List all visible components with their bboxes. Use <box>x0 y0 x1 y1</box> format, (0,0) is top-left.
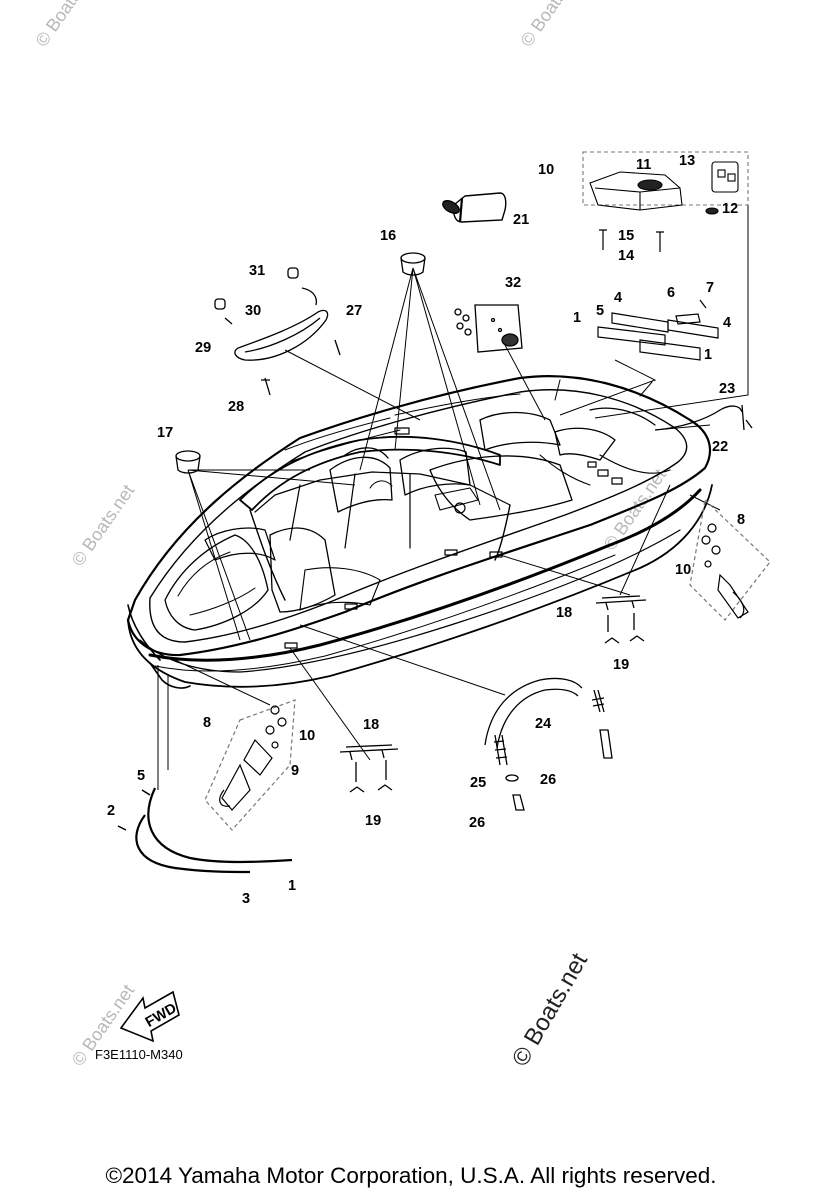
callout-24: 25 <box>470 775 486 791</box>
callout-12: 11 <box>636 157 651 173</box>
callout-8-right: 8 <box>737 512 745 528</box>
callout-5-top: 5 <box>596 303 604 319</box>
callout-7: 7 <box>706 280 714 296</box>
callout-numbers: 10 11 13 12 21 15 14 16 31 32 30 27 29 2… <box>107 153 745 907</box>
seat-cushion-group <box>582 151 749 215</box>
callout-3: 3 <box>242 891 250 907</box>
faint-watermark-top-center: © Boats.net <box>516 0 586 50</box>
rail-brackets <box>597 299 719 361</box>
callout-23: 24 <box>535 716 551 732</box>
callout-1-top: 1 <box>573 310 581 326</box>
callout-26: 26 <box>469 815 485 831</box>
callout-22: 23 <box>719 381 735 397</box>
callout-29: 29 <box>195 340 211 356</box>
stripe-tubes <box>117 787 293 874</box>
callout-9: 9 <box>291 763 299 779</box>
callout-13: 12 <box>722 201 738 217</box>
callout-18-left: 18 <box>363 717 379 733</box>
callout-19-left: 19 <box>365 813 381 829</box>
callout-27: 27 <box>346 303 362 319</box>
faint-watermarks: © Boats.net © Boats.net © Boats.net © Bo… <box>31 0 670 1070</box>
faint-watermark-top-left: © Boats.net <box>31 0 101 50</box>
drawing-code: F3E1110-M340 <box>95 1047 183 1062</box>
callout-14: 13 <box>679 153 695 169</box>
callout-4-right: 4 <box>723 315 731 331</box>
control-panel <box>454 304 523 353</box>
hull-deck <box>126 375 713 689</box>
callout-21: 22 <box>712 439 728 455</box>
callout-15: 14 <box>618 248 634 264</box>
callout-10-right: 10 <box>675 562 691 578</box>
callout-10-left: 10 <box>299 728 315 744</box>
callout-2: 2 <box>107 803 115 819</box>
callout-28: 28 <box>228 399 244 415</box>
callout-30: 30 <box>245 303 261 319</box>
callout-16: 15 <box>618 228 634 244</box>
callout-18-right: 18 <box>556 605 572 621</box>
tow-eye-left <box>204 699 296 831</box>
faint-watermark-center: © Boats.net <box>600 465 670 554</box>
cup-holders <box>175 252 426 474</box>
watermark-boats-net: © Boats.net <box>507 948 593 1071</box>
callout-20: 21 <box>513 212 529 228</box>
tow-eye-right <box>689 498 771 621</box>
callout-17-left: 17 <box>157 425 173 441</box>
copyright-footer: ©2014 Yamaha Motor Corporation, U.S.A. A… <box>105 1163 717 1188</box>
callout-8-left: 8 <box>203 715 211 731</box>
pins-15-16 <box>599 229 664 252</box>
callout-19-right: 19 <box>613 657 629 673</box>
faint-watermark-left: © Boats.net <box>68 481 138 570</box>
cleats <box>339 595 647 793</box>
leader-lines <box>157 205 749 790</box>
tower-bolts <box>493 734 525 811</box>
callout-5-left: 5 <box>137 768 145 784</box>
callout-1-bottom: 1 <box>288 878 296 894</box>
callout-31: 31 <box>249 263 265 279</box>
callout-6: 6 <box>667 285 675 301</box>
tow-tower <box>484 677 613 759</box>
callout-11: 10 <box>538 162 554 178</box>
callout-1-mid: 1 <box>704 347 712 363</box>
callout-17-top: 16 <box>380 228 396 244</box>
grab-handle-parts <box>214 267 341 396</box>
callout-32: 32 <box>505 275 521 291</box>
callout-25: 26 <box>540 772 556 788</box>
callout-4-left: 4 <box>614 290 622 306</box>
rear-rail <box>654 404 753 431</box>
mirror-part <box>442 192 507 223</box>
